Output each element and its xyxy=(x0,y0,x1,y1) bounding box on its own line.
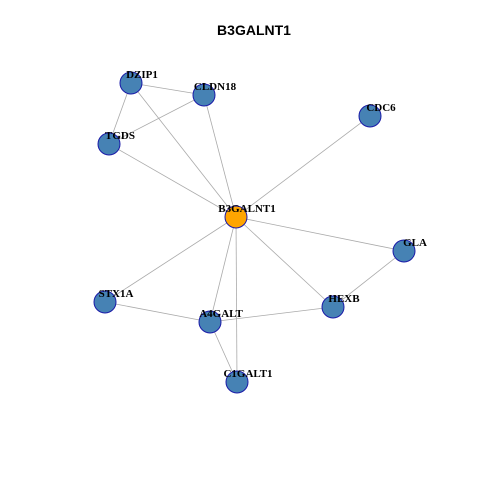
node-tgds[interactable] xyxy=(97,132,121,156)
node-label-dzip1: DZIP1 xyxy=(126,69,158,81)
node-label-gla: GLA xyxy=(403,237,427,249)
node-cldn18[interactable] xyxy=(192,83,216,107)
node-label-a4galt: A4GALT xyxy=(199,308,243,320)
edge-cdc6-b3galnt1 xyxy=(235,115,371,218)
node-cdc6[interactable] xyxy=(358,104,382,128)
edge-cldn18-tgds xyxy=(108,94,205,145)
node-label-cdc6: CDC6 xyxy=(366,102,396,114)
node-label-c1galt1: C1GALT1 xyxy=(223,368,272,380)
edge-layer xyxy=(104,82,405,383)
edge-b3galnt1-stx1a xyxy=(104,216,237,303)
node-b3galnt1[interactable] xyxy=(224,205,248,229)
edge-b3galnt1-gla xyxy=(235,216,405,252)
edge-cldn18-b3galnt1 xyxy=(203,94,237,218)
node-dzip1[interactable] xyxy=(119,71,143,95)
edge-b3galnt1-a4galt xyxy=(209,216,237,323)
node-stx1a[interactable] xyxy=(93,290,117,314)
node-label-cldn18: CLDN18 xyxy=(194,81,237,93)
edge-dzip1-cldn18 xyxy=(130,82,205,96)
edge-tgds-b3galnt1 xyxy=(108,143,237,218)
edge-dzip1-b3galnt1 xyxy=(130,82,237,218)
edge-b3galnt1-c1galt1 xyxy=(235,216,238,383)
edge-b3galnt1-hexb xyxy=(235,216,334,308)
edge-a4galt-hexb xyxy=(209,306,334,323)
graph-title: B3GALNT1 xyxy=(217,22,291,38)
node-label-hexb: HEXB xyxy=(328,293,360,305)
node-label-tgds: TGDS xyxy=(105,130,135,142)
edge-stx1a-a4galt xyxy=(104,301,211,323)
node-a4galt[interactable] xyxy=(198,310,222,334)
node-layer xyxy=(93,71,416,394)
edge-gla-hexb xyxy=(332,250,405,308)
node-label-b3galnt1: B3GALNT1 xyxy=(218,203,275,215)
node-hexb[interactable] xyxy=(321,295,345,319)
node-c1galt1[interactable] xyxy=(225,370,249,394)
node-gla[interactable] xyxy=(392,239,416,263)
node-label-stx1a: STX1A xyxy=(99,288,134,300)
